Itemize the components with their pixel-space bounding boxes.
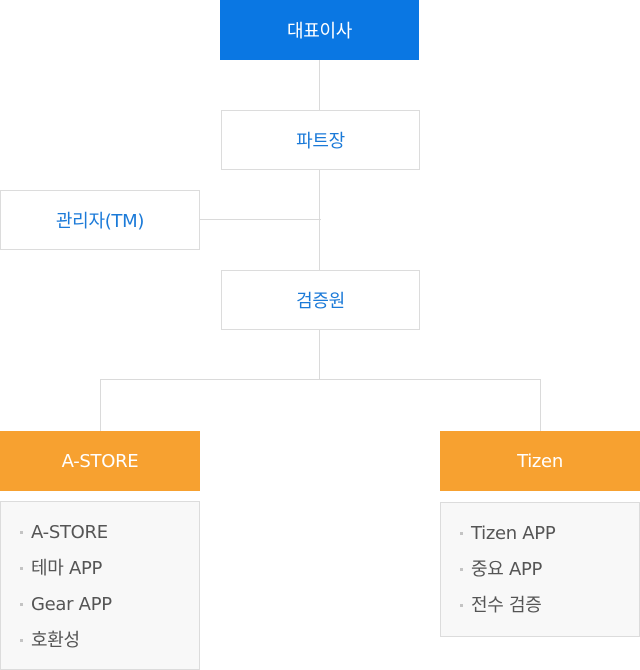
list-item-label: A-STORE <box>31 522 108 543</box>
connector-to-astore <box>100 379 101 431</box>
bullet-icon <box>20 531 23 534</box>
team-astore-node: A-STORE <box>0 431 200 491</box>
list-item-label: 테마 APP <box>31 558 103 579</box>
list-item-label: 호환성 <box>31 630 80 651</box>
list-item: Gear APP <box>19 588 199 624</box>
bullet-icon <box>460 604 463 607</box>
list-item: 테마 APP <box>19 552 199 588</box>
bullet-icon <box>460 532 463 535</box>
part-lead-node: 파트장 <box>221 110 420 170</box>
list-item: 중요 APP <box>459 553 639 589</box>
bullet-icon <box>20 567 23 570</box>
tester-node: 검증원 <box>221 270 420 330</box>
bullet-icon <box>460 568 463 571</box>
connector-to-tizen <box>540 379 541 431</box>
list-item: Tizen APP <box>459 517 639 553</box>
connector-ceo-partlead <box>319 60 320 110</box>
list-item-label: Tizen APP <box>471 523 556 544</box>
admin-node: 관리자(TM) <box>0 190 200 250</box>
list-item-label: 중요 APP <box>471 559 543 580</box>
list-item: A-STORE <box>19 516 199 552</box>
team-tizen-list: Tizen APP 중요 APP 전수 검증 <box>440 502 640 637</box>
list-item: 호환성 <box>19 624 199 660</box>
connector-horizontal-teams <box>100 379 541 380</box>
list-item-label: Gear APP <box>31 594 112 615</box>
connector-admin-branch <box>200 219 321 220</box>
connector-tester-down <box>319 330 320 380</box>
team-tizen-node: Tizen <box>440 431 640 491</box>
ceo-node: 대표이사 <box>220 0 419 60</box>
team-astore-list: A-STORE 테마 APP Gear APP 호환성 <box>0 501 200 670</box>
list-item: 전수 검증 <box>459 589 639 625</box>
bullet-icon <box>20 639 23 642</box>
connector-partlead-tester <box>319 170 320 270</box>
bullet-icon <box>20 603 23 606</box>
list-item-label: 전수 검증 <box>471 595 542 616</box>
